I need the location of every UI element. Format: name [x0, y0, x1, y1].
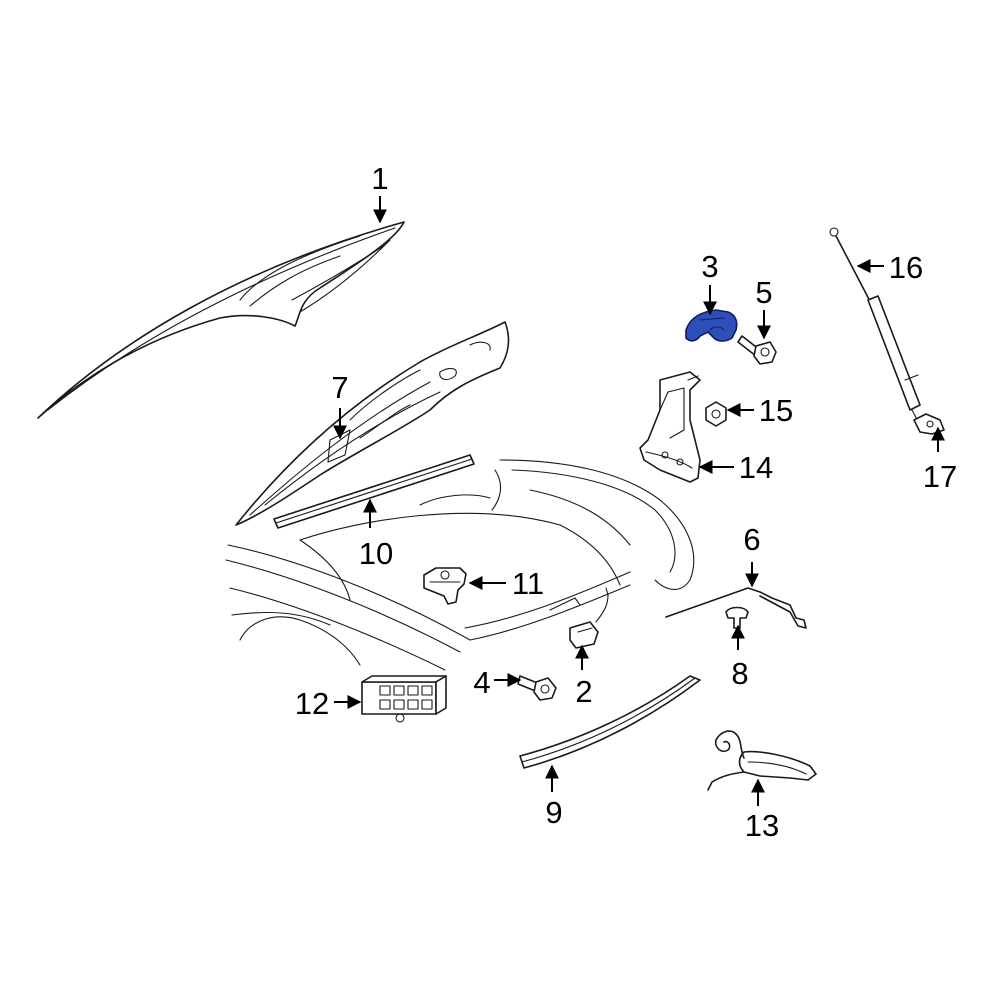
callout-15: 15: [759, 393, 793, 428]
callout-4: 4: [473, 665, 490, 700]
part-10-seal: [273, 454, 475, 529]
callout-11: 11: [512, 566, 544, 601]
part-14-bracket: [639, 371, 701, 483]
part-4-bolt: [517, 675, 557, 701]
part-11-latch: [423, 567, 467, 605]
part-8-clip: [725, 606, 749, 629]
part-12-connector: [361, 675, 447, 723]
callout-8: 8: [731, 656, 748, 691]
callout-10: 10: [359, 536, 393, 571]
part-5-bolt: [737, 335, 777, 365]
part-13-handle: [707, 730, 817, 791]
callout-5: 5: [755, 275, 772, 310]
callout-17: 17: [923, 459, 957, 494]
callout-9: 9: [545, 795, 562, 830]
callout-14: 14: [739, 450, 773, 485]
callout-7: 7: [331, 370, 348, 405]
part-9-seal: [519, 675, 701, 769]
leader-lines: [333, 196, 945, 806]
callout-3: 3: [701, 249, 718, 284]
part-15-nut: [705, 401, 727, 427]
callout-13: 13: [745, 808, 779, 843]
vehicle-body-outline: [225, 459, 695, 671]
callout-16: 16: [889, 250, 923, 285]
callout-2: 2: [575, 674, 592, 709]
part-1-hood: [37, 221, 405, 419]
part-17-fitting: [913, 413, 945, 435]
part-6-cable: [665, 587, 807, 629]
callout-labels: 1 2 3 4 5 6 7 8 9 10 11 12 13 14 15 16 1…: [295, 161, 957, 843]
callout-1: 1: [371, 161, 388, 196]
part-16-strut: [829, 227, 921, 426]
callout-6: 6: [743, 522, 760, 557]
part-2-bracket: [569, 587, 609, 649]
part-7-insulator: [235, 321, 510, 526]
part-3-striker: [685, 309, 738, 342]
callout-12: 12: [295, 686, 329, 721]
